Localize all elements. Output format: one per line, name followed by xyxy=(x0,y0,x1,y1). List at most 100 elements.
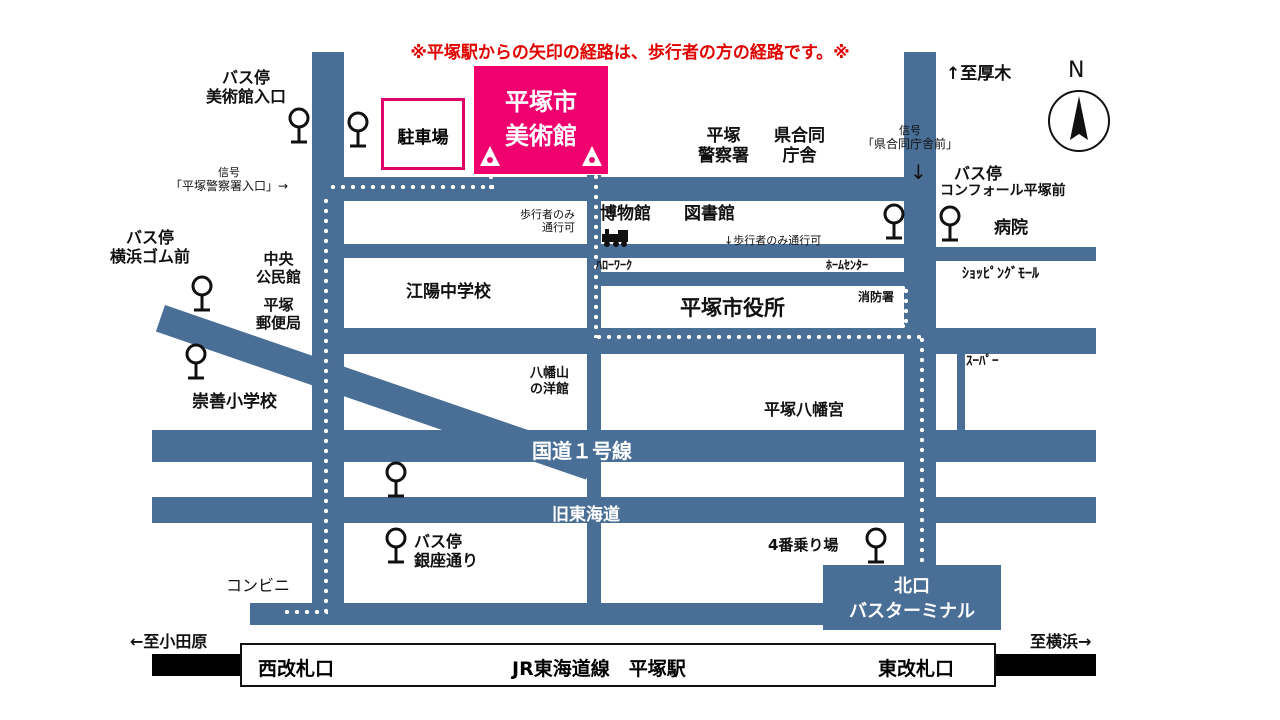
bus-stop-label: バス停 xyxy=(222,68,271,87)
koyo-junior-high[interactable]: 江陽中学校 xyxy=(406,282,491,302)
city-hall[interactable]: 平塚市役所 xyxy=(680,296,785,320)
post-office[interactable]: 平塚 郵便局 xyxy=(256,296,301,332)
home-center[interactable]: ﾎｰﾑｾﾝﾀｰ xyxy=(826,258,869,272)
signal-police-entrance: 信号 「平塚警察署入口」→ xyxy=(170,166,288,194)
library[interactable]: 図書館 xyxy=(684,204,735,224)
community-name-1: 中央 xyxy=(263,250,294,268)
west-ticket-gate[interactable]: 西改札口 xyxy=(258,658,335,680)
direction-odawara: ←至小田原 xyxy=(130,632,208,651)
compass-icon xyxy=(1048,90,1110,152)
bus-stop-icon xyxy=(883,203,905,240)
hiratsuka-station[interactable]: 西改札口 JR東海道線 平塚駅 東改札口 xyxy=(240,643,996,687)
route1-label: 国道１号線 xyxy=(532,439,632,463)
art-museum-name-1: 平塚市 xyxy=(505,88,577,116)
walk-route-museum-link xyxy=(489,172,493,190)
bus-stop-label: バス停 xyxy=(414,532,463,551)
pedestrian-only-1: 歩行者のみ xyxy=(520,208,575,221)
bus-stop-icon xyxy=(347,111,369,148)
bus-stop-icon xyxy=(191,275,213,312)
police-name-2: 警察署 xyxy=(698,146,749,167)
parking-label: 駐車場 xyxy=(397,128,449,148)
post-name-1: 平塚 xyxy=(263,296,294,314)
community-name-2: 公民館 xyxy=(256,268,302,286)
pedestrian-only-2: 通行可 xyxy=(542,221,575,235)
hello-work[interactable]: ﾊﾛｰﾜｰｸ xyxy=(596,258,633,272)
bus-stop-icon xyxy=(185,343,207,380)
direction-yokohama: 至横浜→ xyxy=(1030,632,1092,651)
station-line-name: JR東海道線 平塚駅 xyxy=(512,658,686,680)
sozen-elementary[interactable]: 崇善小学校 xyxy=(192,392,277,412)
art-museum-name-2: 美術館 xyxy=(505,122,577,150)
museum-icon xyxy=(480,146,500,166)
road-library-street xyxy=(312,244,906,258)
bus-stop-name: 横浜ゴム前 xyxy=(110,247,191,267)
bus-stop-label: バス停 xyxy=(954,164,1003,183)
walk-route-terminal xyxy=(920,335,924,565)
post-name-2: 郵便局 xyxy=(256,314,302,332)
yawata-house-1: 八幡山 xyxy=(530,366,570,381)
hiratsuka-hachimangu[interactable]: 平塚八幡宮 xyxy=(764,400,845,419)
bus-stop-yokohama-rubber[interactable]: バス停 横浜ゴム前 xyxy=(110,228,190,266)
bus-stop-name: コンフォール平塚前 xyxy=(940,183,1066,200)
road-old-tokaido xyxy=(152,497,1096,523)
gov-name-1: 県合同 xyxy=(774,126,825,146)
police-station[interactable]: 平塚 警察署 xyxy=(698,126,749,167)
walk-route-west xyxy=(324,196,328,614)
north-bus-terminal[interactable]: 北口 バスターミナル xyxy=(823,565,1001,630)
walk-route-city-hall-loop xyxy=(598,324,908,328)
road-city-hall-street xyxy=(312,328,1096,354)
pedestrian-only-street: ↓歩行者のみ通行可 xyxy=(724,234,822,247)
museum-icon xyxy=(582,146,602,166)
bus-stop-label: バス停 xyxy=(126,228,175,247)
signal-label: 信号 xyxy=(899,124,921,137)
road-east-branch-upper xyxy=(904,247,1096,261)
yawata-western-house[interactable]: 八幡山 の洋館 xyxy=(530,366,569,397)
road-supermarket-vertical xyxy=(957,340,965,430)
art-museum[interactable]: 平塚市 美術館 xyxy=(474,66,608,174)
bus-stop-confort[interactable]: バス停 コンフォール平塚前 xyxy=(940,164,1066,200)
community-center[interactable]: 中央 公民館 xyxy=(256,250,301,286)
hospital[interactable]: 病院 xyxy=(994,218,1028,238)
signal-name: 「平塚警察署入口」→ xyxy=(170,179,289,194)
compass-letter: N xyxy=(1068,58,1085,83)
road-station-front xyxy=(250,603,826,625)
convenience-store[interactable]: コンビニ xyxy=(226,576,291,595)
steam-locomotive-icon xyxy=(602,229,628,247)
road-route1 xyxy=(152,430,1096,462)
signal-label: 信号 xyxy=(218,166,241,179)
bus-stop-icon xyxy=(939,205,961,242)
walk-route-east-loop xyxy=(904,286,908,326)
bus-stop-icon xyxy=(385,461,407,498)
road-hellowork-street xyxy=(590,272,906,286)
road-north-horizontal xyxy=(312,177,936,201)
bus-platform-4[interactable]: 4番乗り場 xyxy=(768,536,839,554)
gov-name-2: 庁舎 xyxy=(782,146,817,167)
fire-station[interactable]: 消防署 xyxy=(858,290,895,304)
history-museum[interactable]: 博物館 xyxy=(600,204,651,224)
bus-stop-museum-entrance[interactable]: バス停 美術館入口 xyxy=(206,68,286,106)
route-notice: ※平塚駅からの矢印の経路は、歩行者の方の経路です。※ xyxy=(410,43,850,63)
bus-stop-ginza[interactable]: バス停 銀座通り xyxy=(414,532,478,570)
parking-lot[interactable]: 駐車場 xyxy=(381,98,465,170)
bus-stop-icon xyxy=(385,527,407,564)
yawata-house-2: の洋館 xyxy=(530,381,570,397)
east-ticket-gate[interactable]: 東改札口 xyxy=(878,658,955,680)
direction-atsugi: ↑至厚木 xyxy=(946,64,1012,84)
signal-name: 「県合同庁舎前」 xyxy=(862,137,959,152)
old-tokaido-label: 旧東海道 xyxy=(552,505,620,525)
pedestrian-only-north: 歩行者のみ 通行可 xyxy=(516,208,575,234)
walk-route-north xyxy=(328,185,494,189)
bus-stop-icon xyxy=(865,527,887,564)
down-arrow: ↓ xyxy=(910,160,927,184)
shopping-mall[interactable]: ｼｮｯﾋﾟﾝｸﾞﾓｰﾙ xyxy=(962,266,1039,282)
walk-route-museum-south xyxy=(594,172,598,338)
terminal-name-2: バスターミナル xyxy=(849,601,975,622)
gov-office[interactable]: 県合同 庁舎 xyxy=(774,126,825,167)
walk-route-hellowork-loop xyxy=(598,286,908,290)
supermarket[interactable]: ｽｰﾊﾟｰ xyxy=(966,354,999,369)
walk-route-cityhall-street xyxy=(594,335,924,339)
bus-stop-name: 銀座通り xyxy=(414,551,479,571)
bus-stop-icon xyxy=(288,107,310,144)
terminal-name-1: 北口 xyxy=(894,576,930,597)
signal-gov-office: 信号 「県合同庁舎前」 xyxy=(862,124,958,152)
